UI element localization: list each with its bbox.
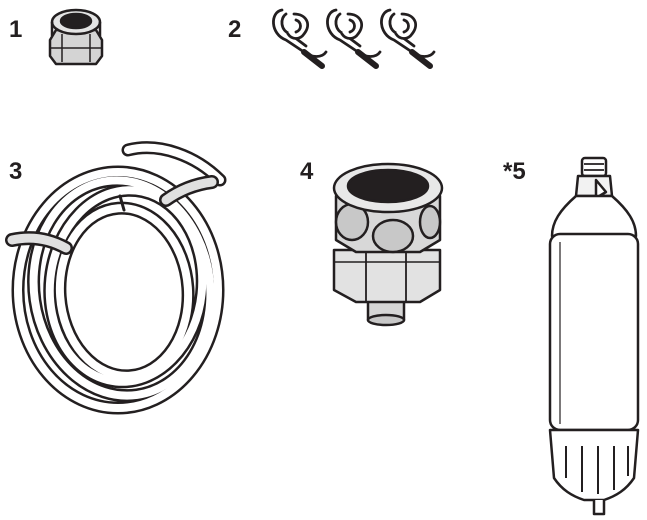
valve-adapter-fitting-icon [332, 162, 444, 327]
part-4-label: 4 [300, 158, 314, 185]
part-3-label: 3 [9, 158, 23, 185]
tube-clamp-icon [272, 8, 436, 69]
part-2-label: 2 [228, 16, 242, 43]
coiled-water-tubing-icon [5, 141, 227, 415]
water-filter-cartridge-icon [548, 156, 640, 516]
part-1-label: 1 [9, 16, 23, 43]
compression-nut-icon [48, 8, 104, 66]
part-5-label: *5 [503, 158, 526, 185]
